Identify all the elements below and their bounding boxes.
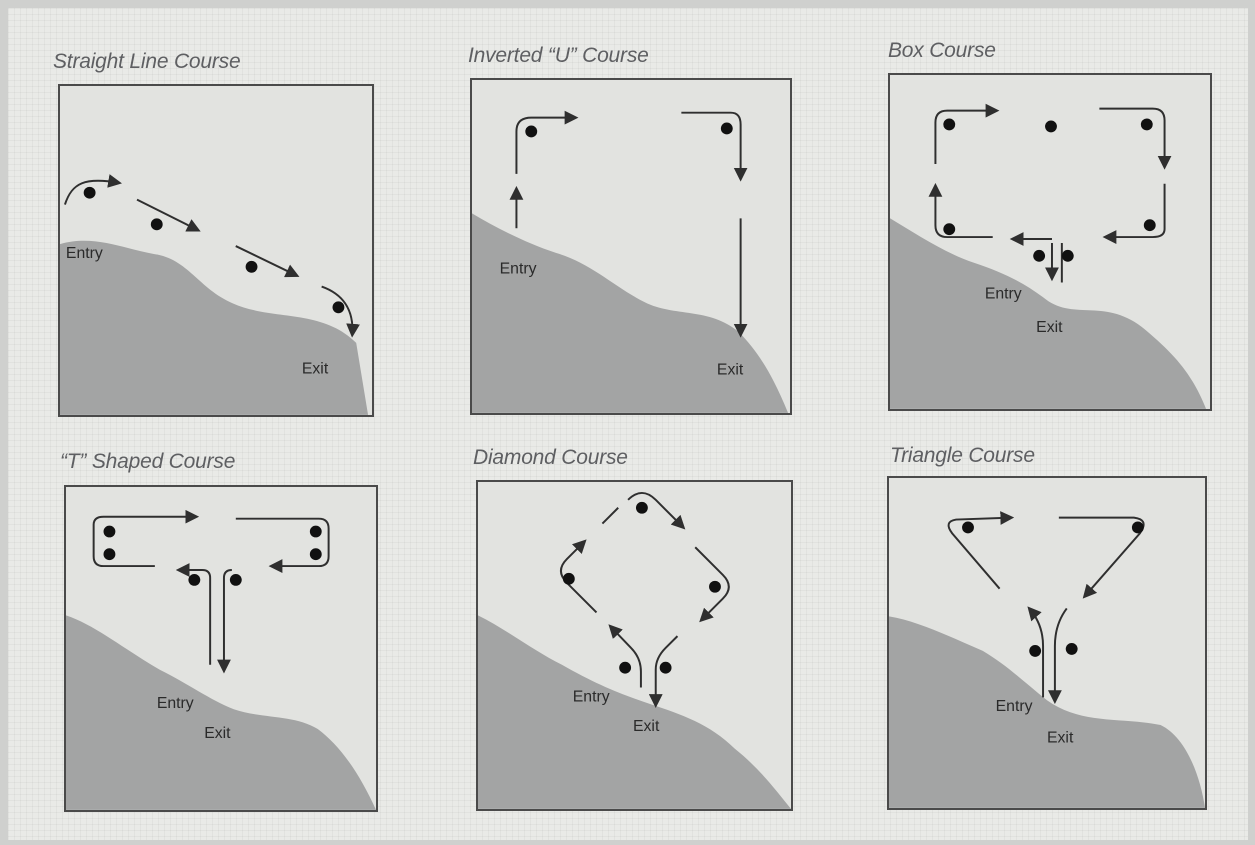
marker-buoy [619,661,632,674]
box-course-panel: Entry Exit [888,73,1212,411]
marker-buoy [1061,249,1074,262]
marker-buoy [659,661,672,674]
entry-label: Entry [996,698,1033,715]
terrain-area [60,240,369,415]
terrain-area [472,213,789,413]
path-arrow [515,110,579,174]
exit-label: Exit [1047,730,1074,747]
path-arrow [934,103,1000,164]
exit-label: Exit [302,360,329,377]
exit-label: Exit [717,361,744,378]
diamond-course-panel: Entry Exit [476,480,793,811]
exit-label: Exit [204,725,231,742]
path-arrow [321,285,360,338]
path-arrow [175,563,212,665]
exit-label: Exit [1036,319,1063,336]
path-arrow [928,182,993,239]
marker-buoy [1131,521,1144,534]
marker-buoy [635,501,648,514]
path-arrow [136,198,201,232]
entry-label: Entry [500,261,537,278]
terrain-area [478,615,791,809]
triangle-course-title: Triangle Course [890,444,1035,467]
path-arrow [627,491,686,530]
marker-buoy [1143,219,1156,232]
path-arrow [681,111,748,182]
box-course-diagram: Entry Exit [890,103,1207,409]
diamond-course-title: Diamond Course [473,446,628,469]
marker-buoy [1033,249,1046,262]
path-arrow [694,546,730,623]
t-shaped-course-title: “T” Shaped Course [60,450,236,473]
marker-buoy [709,580,721,593]
marker-buoy [188,573,201,586]
marker-buoy [1140,118,1153,131]
diamond-course-diagram: Entry Exit [478,491,791,809]
marker-buoy [332,301,345,314]
marker-buoy [83,186,96,199]
entry-label: Entry [157,695,194,712]
marker-buoy [245,260,258,273]
marker-buoy [720,122,733,135]
path-arrow [1047,607,1068,705]
path-arrow [1102,183,1166,244]
terrain-area [66,615,376,810]
path-arrow [92,509,200,568]
marker-buoy [229,573,242,586]
t-shaped-course-diagram: Entry Exit [66,509,376,810]
t-shaped-course-panel: Entry Exit [64,485,378,812]
path-arrow [947,511,1015,590]
straight-course-diagram: Entry Exit [60,174,369,415]
marker-buoy [103,525,116,538]
path-arrow [1099,107,1172,170]
inverted-u-course-diagram: Entry Exit [472,110,789,413]
marker-buoy [309,525,322,538]
marker-buoy [150,218,163,231]
path-arrow [1027,606,1045,698]
entry-label: Entry [985,285,1022,302]
path-arrow [648,635,679,709]
marker-buoy [962,521,974,534]
entry-label: Entry [66,245,103,262]
straight-course-panel: Entry Exit [58,84,374,417]
box-course-title: Box Course [888,39,996,62]
marker-buoy [1045,120,1057,133]
terrain-area [889,616,1205,808]
marker-buoy [1065,643,1078,655]
path-arrow [63,174,122,205]
marker-buoy [562,572,575,585]
marker-buoy [943,118,956,131]
inverted-u-course-panel: Entry Exit [470,78,792,415]
marker-buoy [1029,644,1042,657]
path-arrow [601,507,619,525]
marker-buoy [525,125,538,138]
inverted-u-course-title: Inverted “U” Course [468,44,649,67]
entry-label: Entry [573,688,610,705]
straight-course-title: Straight Line Course [53,50,241,73]
triangle-course-diagram: Entry Exit [889,511,1205,808]
path-arrow [217,569,232,674]
path-arrow [235,517,330,573]
diagram-sheet: Straight Line Course Entry Exit Inve [8,8,1248,840]
path-arrow [1058,516,1145,599]
path-arrow [235,245,300,278]
marker-buoy [943,223,956,236]
exit-label: Exit [633,718,660,735]
terrain-area [890,218,1207,409]
path-arrow [608,624,642,688]
triangle-course-panel: Entry Exit [887,476,1207,810]
marker-buoy [309,548,322,561]
marker-buoy [103,548,116,561]
